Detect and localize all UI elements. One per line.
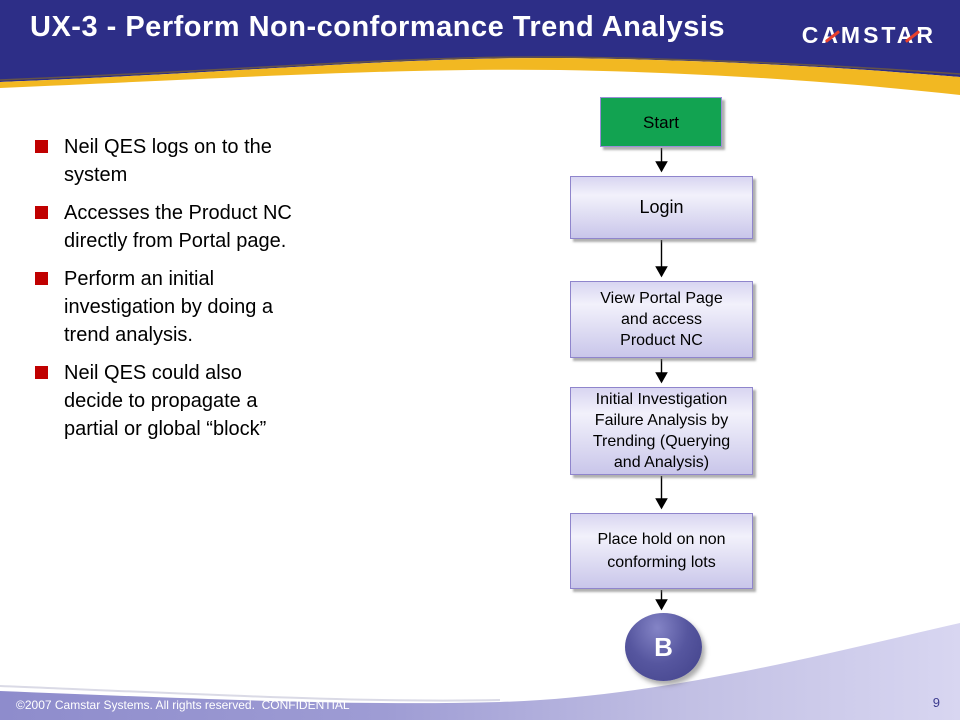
flow-node-initial-investigation: Initial Investigation Failure Analysis b… — [570, 387, 753, 475]
bullet-item: Neil QES logs on to the system — [35, 133, 375, 189]
bullet-list: Neil QES logs on to the system Accesses … — [35, 133, 375, 453]
bullet-text: decide to propagate a — [64, 390, 258, 412]
bullet-text: partial or global “block” — [64, 418, 267, 440]
node-label: Failure Analysis by — [594, 412, 729, 429]
node-label: Login — [639, 197, 684, 217]
page-title: UX-3 - Perform Non-conformance Trend Ana… — [30, 11, 726, 43]
bullet-text: directly from Portal page. — [64, 230, 287, 252]
bullet-text: Accesses the Product NC — [64, 202, 292, 224]
bullet-item: Neil QES could also decide to propagate … — [35, 359, 375, 443]
flow-connector-b: B — [625, 613, 702, 681]
node-label: Place hold on non — [597, 531, 726, 548]
node-label: Product NC — [620, 332, 703, 349]
bullet-text: Perform an initial — [64, 268, 215, 290]
page-number: 9 — [932, 695, 940, 710]
bullet-text: investigation by doing a — [64, 296, 274, 318]
node-label: Initial Investigation — [595, 391, 728, 408]
flow-node-start: Start — [600, 97, 722, 147]
bullet-square-icon — [35, 366, 48, 379]
bottom-swoosh — [0, 623, 960, 720]
bullet-square-icon — [35, 272, 48, 285]
flow-node-view-portal-page: View Portal Page and access Product NC — [570, 281, 753, 358]
node-label: Start — [643, 112, 679, 132]
node-label: View Portal Page — [600, 290, 723, 307]
bullet-text: Neil QES could also — [64, 362, 242, 384]
flow-node-place-hold: Place hold on non conforming lots — [570, 513, 753, 589]
node-label: Trending (Querying — [592, 433, 731, 450]
bullet-item: Accesses the Product NC directly from Po… — [35, 199, 375, 255]
camstar-logo: CAMSTAR — [802, 22, 936, 50]
header-swoosh — [0, 0, 960, 95]
bullet-square-icon — [35, 206, 48, 219]
node-label: and access — [621, 311, 702, 328]
footer-copyright: ©2007 Camstar Systems. All rights reserv… — [16, 698, 350, 712]
bullet-square-icon — [35, 140, 48, 153]
flow-node-login: Login — [570, 176, 753, 239]
node-label: B — [654, 631, 673, 662]
bullet-text: system — [64, 164, 128, 186]
bullet-item: Perform an initial investigation by doin… — [35, 265, 375, 349]
node-label: conforming lots — [607, 554, 716, 571]
bullet-text: Neil QES logs on to the — [64, 136, 272, 158]
bullet-text: trend analysis. — [64, 324, 193, 346]
node-label: and Analysis) — [613, 454, 710, 471]
